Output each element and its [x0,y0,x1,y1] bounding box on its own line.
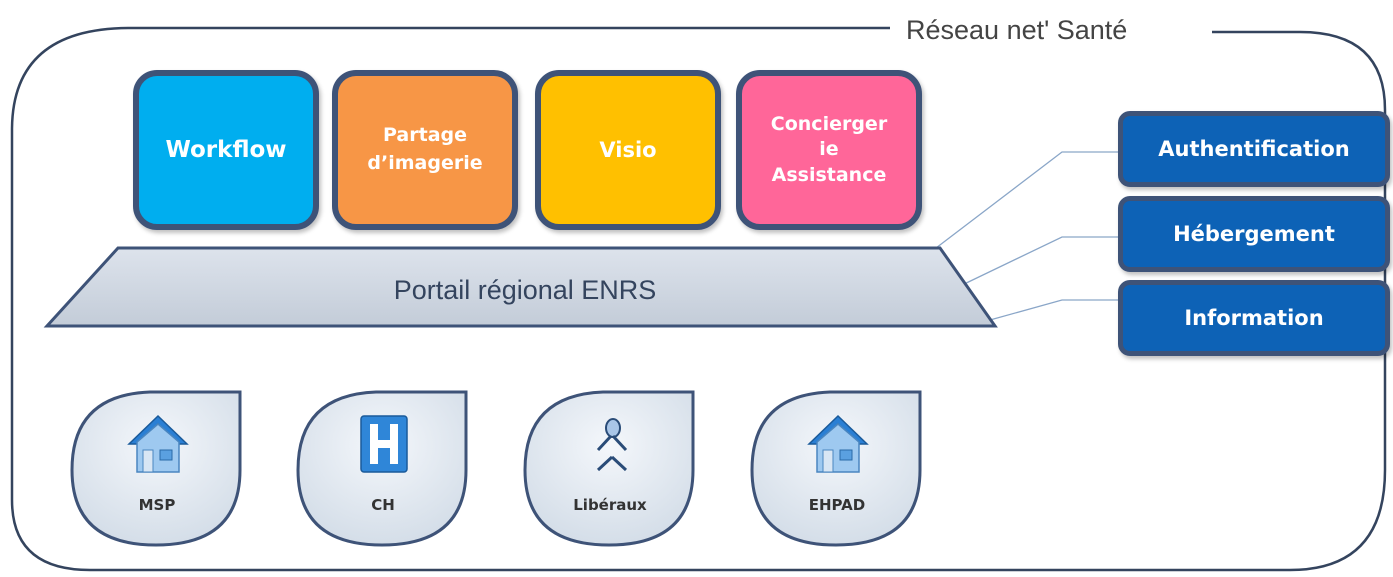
connector-line-auth [935,151,1120,249]
service-conciergerie-label-line1: Concierger [770,112,888,135]
connector-line-hebergement [957,236,1120,288]
service-visio-label: Visio [599,138,657,162]
node-liberaux-label: Libéraux [573,496,647,514]
person-icon [596,418,628,472]
connector-line-information [989,299,1120,321]
node-msp-label: MSP [138,496,176,514]
auth-button[interactable]: Authentification [1118,111,1390,187]
service-conciergerie[interactable]: Concierger ie Assistance [736,70,922,230]
auth-button-label: Authentification [1158,137,1350,161]
hebergement-button-label: Hébergement [1173,222,1335,246]
service-conciergerie-label-line2: ie [819,138,839,161]
node-liberaux[interactable]: Libéraux [525,392,695,542]
service-workflow-label: Workflow [165,137,287,163]
information-button[interactable]: Information [1118,280,1390,356]
service-conciergerie-label-line3: Assistance [771,163,887,186]
service-imagerie[interactable]: Partage d’imagerie [332,70,518,230]
portal-platform [43,246,998,328]
hospital-icon [360,415,408,473]
node-ch[interactable]: CH [298,392,468,542]
service-workflow[interactable]: Workflow [133,70,319,230]
information-button-label: Information [1184,306,1324,330]
service-imagerie-label-line1: Partage [383,124,467,147]
network-frame [10,26,1387,572]
service-imagerie-label-line2: d’imagerie [367,152,483,174]
node-ehpad-label: EHPAD [808,496,866,514]
node-ehpad[interactable]: EHPAD [752,392,922,542]
hebergement-button[interactable]: Hébergement [1118,196,1390,272]
portal-label: Portail régional ENRS [393,275,657,305]
network-title: Réseau net' Santé [898,10,1136,50]
service-visio[interactable]: Visio [535,70,721,230]
node-msp[interactable]: MSP [72,392,242,542]
house-icon [807,414,869,473]
house-icon [127,414,189,473]
node-ch-label: CH [371,496,395,514]
